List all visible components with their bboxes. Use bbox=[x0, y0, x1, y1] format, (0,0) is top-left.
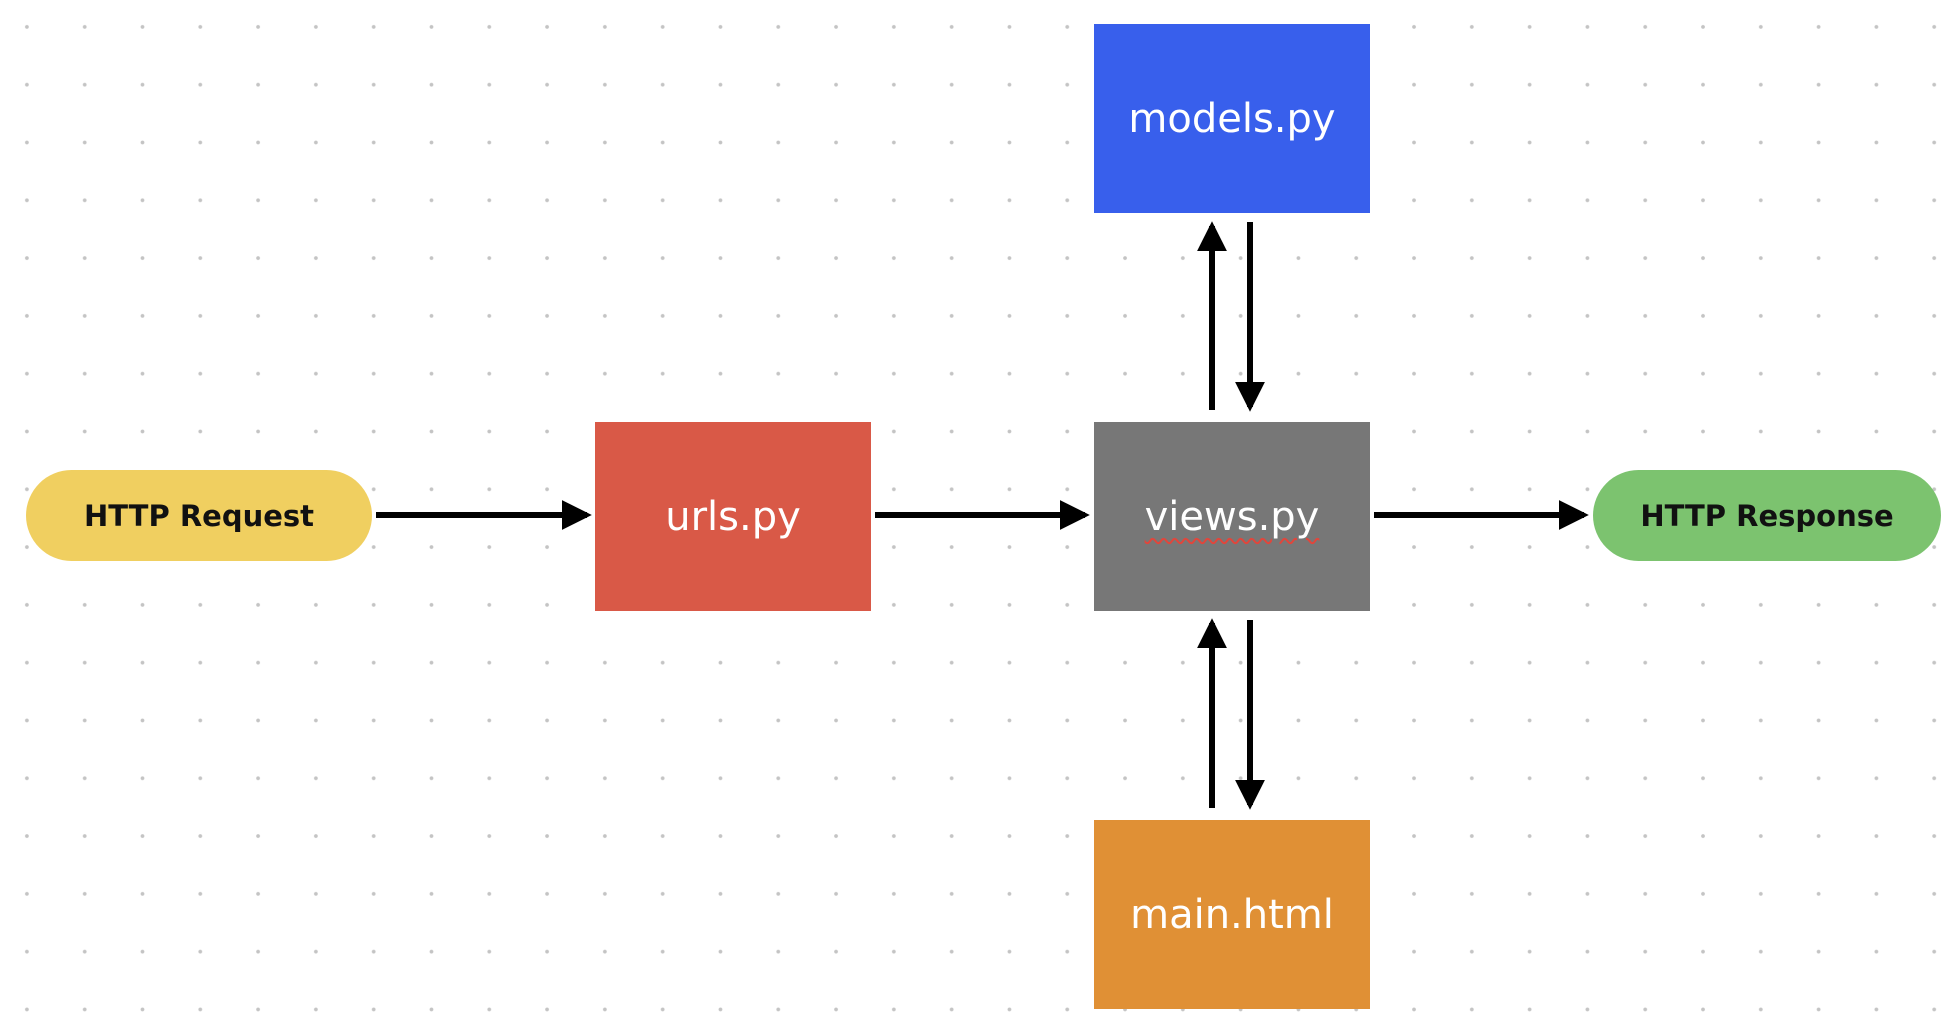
http-request-node[interactable]: HTTP Request bbox=[26, 470, 372, 561]
main-html-node[interactable]: main.html bbox=[1094, 820, 1370, 1009]
views-py-label: views.py bbox=[1144, 493, 1320, 540]
http-response-node[interactable]: HTTP Response bbox=[1593, 470, 1941, 561]
main-html-label: main.html bbox=[1130, 891, 1334, 938]
urls-py-node[interactable]: urls.py bbox=[595, 422, 871, 611]
http-request-label: HTTP Request bbox=[83, 498, 315, 533]
models-py-node[interactable]: models.py bbox=[1094, 24, 1370, 213]
models-py-label: models.py bbox=[1128, 95, 1336, 142]
http-response-label: HTTP Response bbox=[1640, 498, 1894, 533]
views-py-node[interactable]: views.py bbox=[1094, 422, 1370, 611]
urls-py-label: urls.py bbox=[665, 493, 801, 540]
